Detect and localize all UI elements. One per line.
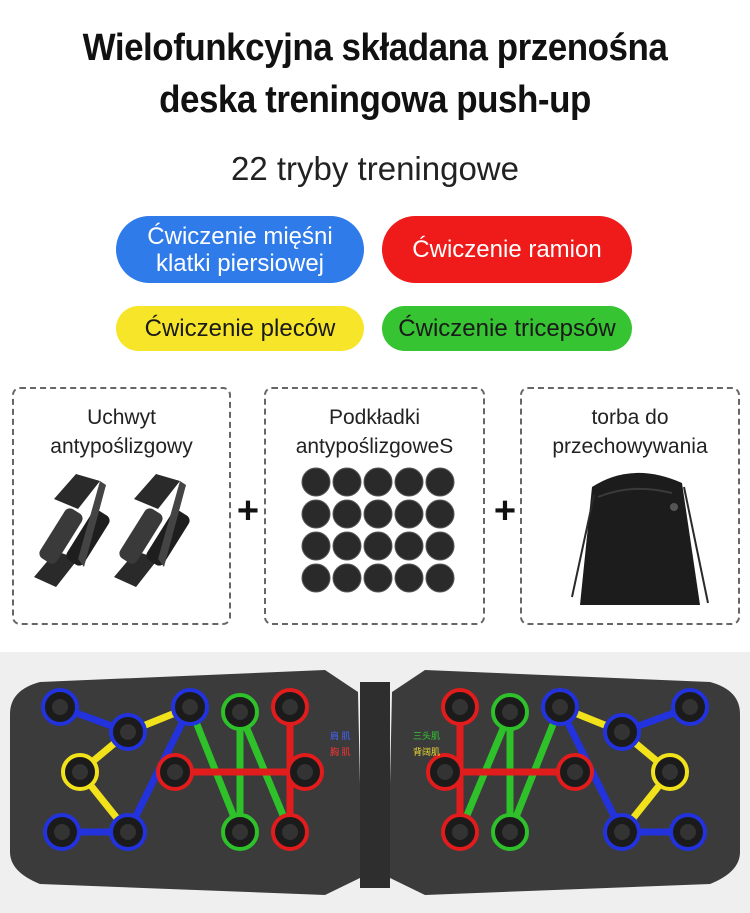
board-hole-inner xyxy=(452,824,468,840)
pad xyxy=(332,499,362,529)
subtitle: 22 tryby treningowe xyxy=(231,150,519,187)
board-hole-inner xyxy=(452,699,468,715)
accessory-pads-label: Podkładki antypoślizgoweS xyxy=(266,403,483,461)
board-hole-inner xyxy=(52,699,68,715)
board-hole-inner xyxy=(614,824,630,840)
board-hole-inner xyxy=(680,824,696,840)
board-hole-inner xyxy=(614,724,630,740)
board-hole-inner xyxy=(567,764,583,780)
pushup-board xyxy=(10,670,740,895)
pad xyxy=(394,467,424,497)
board-hole-inner xyxy=(437,764,453,780)
accessory-handles-box: Uchwyt antypoślizgowy xyxy=(12,387,231,625)
pad xyxy=(363,531,393,561)
mode-triceps-pill: Ćwiczenie tricepsów xyxy=(382,306,632,351)
legend-shoulder: 肩 肌 xyxy=(330,731,351,741)
mode-back-pill: Ćwiczenie pleców xyxy=(116,306,364,351)
mode-arms-label: Ćwiczenie ramion xyxy=(412,236,602,263)
bag-icon xyxy=(571,472,709,605)
board-hole-inner xyxy=(167,764,183,780)
pad xyxy=(425,467,455,497)
handle-icon xyxy=(34,474,190,587)
accessory-bag-label: torba do przechowywania xyxy=(522,403,738,461)
mode-chest-pill: Ćwiczenie mięśni klatki piersiowej xyxy=(116,216,364,283)
pad xyxy=(363,499,393,529)
board-hole-inner xyxy=(662,764,678,780)
board-hole-inner xyxy=(282,699,298,715)
pad xyxy=(425,563,455,593)
pads-icon xyxy=(301,467,455,593)
pad xyxy=(363,563,393,593)
pad xyxy=(301,467,331,497)
title-line-1: Wielofunkcyjna składana przenośna xyxy=(82,27,668,69)
pad xyxy=(301,499,331,529)
plus-sign-2: + xyxy=(493,490,517,532)
pad xyxy=(363,467,393,497)
accessory-handles-line2: antypoślizgowy xyxy=(50,435,193,458)
accessory-bag-box: torba do przechowywania xyxy=(520,387,740,625)
pad xyxy=(394,563,424,593)
mode-chest-line1: Ćwiczenie mięśni xyxy=(147,222,333,250)
board-hole-inner xyxy=(120,824,136,840)
pad xyxy=(425,499,455,529)
accessory-pads-box: Podkładki antypoślizgoweS xyxy=(264,387,485,625)
accessory-pads-line1: Podkładki xyxy=(328,406,421,429)
board-hole-inner xyxy=(502,704,518,720)
pad xyxy=(394,499,424,529)
pad xyxy=(332,531,362,561)
pad xyxy=(332,563,362,593)
mode-chest-line2: klatki piersiowej xyxy=(155,249,325,277)
pad xyxy=(394,531,424,561)
board-hole-inner xyxy=(120,724,136,740)
board-hole-inner xyxy=(502,824,518,840)
board-hole-inner xyxy=(297,764,313,780)
legend-back: 背阔肌 xyxy=(412,747,440,757)
accessory-handles-label: Uchwyt antypoślizgowy xyxy=(14,403,229,461)
pushup-board-photo: 肩 肌 三头肌 胸 肌 背阔肌 xyxy=(0,652,750,913)
board-hole-inner xyxy=(232,704,248,720)
pad xyxy=(301,531,331,561)
pad xyxy=(425,531,455,561)
accessory-pads-line2: antypoślizgoweS xyxy=(295,435,454,458)
board-hole-inner xyxy=(232,824,248,840)
page-title: Wielofunkcyjna składana przenośna deska … xyxy=(30,22,720,126)
board-hole-inner xyxy=(72,764,88,780)
board-hole-inner xyxy=(54,824,70,840)
mode-back-label: Ćwiczenie pleców xyxy=(144,315,336,342)
accessory-bag-line1: torba do xyxy=(591,406,669,429)
mode-arms-pill: Ćwiczenie ramion xyxy=(382,216,632,283)
legend-chest: 胸 肌 xyxy=(330,747,351,757)
legend-triceps: 三头肌 xyxy=(412,731,440,741)
board-legend: 肩 肌 三头肌 胸 肌 背阔肌 xyxy=(330,728,440,760)
accessory-bag-line2: przechowywania xyxy=(552,435,708,458)
accessory-handles-line1: Uchwyt xyxy=(87,406,156,429)
board-hole-inner xyxy=(682,699,698,715)
board-hole-inner xyxy=(182,699,198,715)
mode-triceps-label: Ćwiczenie tricepsów xyxy=(398,315,616,342)
pad xyxy=(332,467,362,497)
board-hole-inner xyxy=(552,699,568,715)
board-hole-inner xyxy=(282,824,298,840)
plus-sign-1: + xyxy=(236,490,260,532)
pad xyxy=(301,563,331,593)
title-line-2: deska treningowa push-up xyxy=(159,79,591,121)
